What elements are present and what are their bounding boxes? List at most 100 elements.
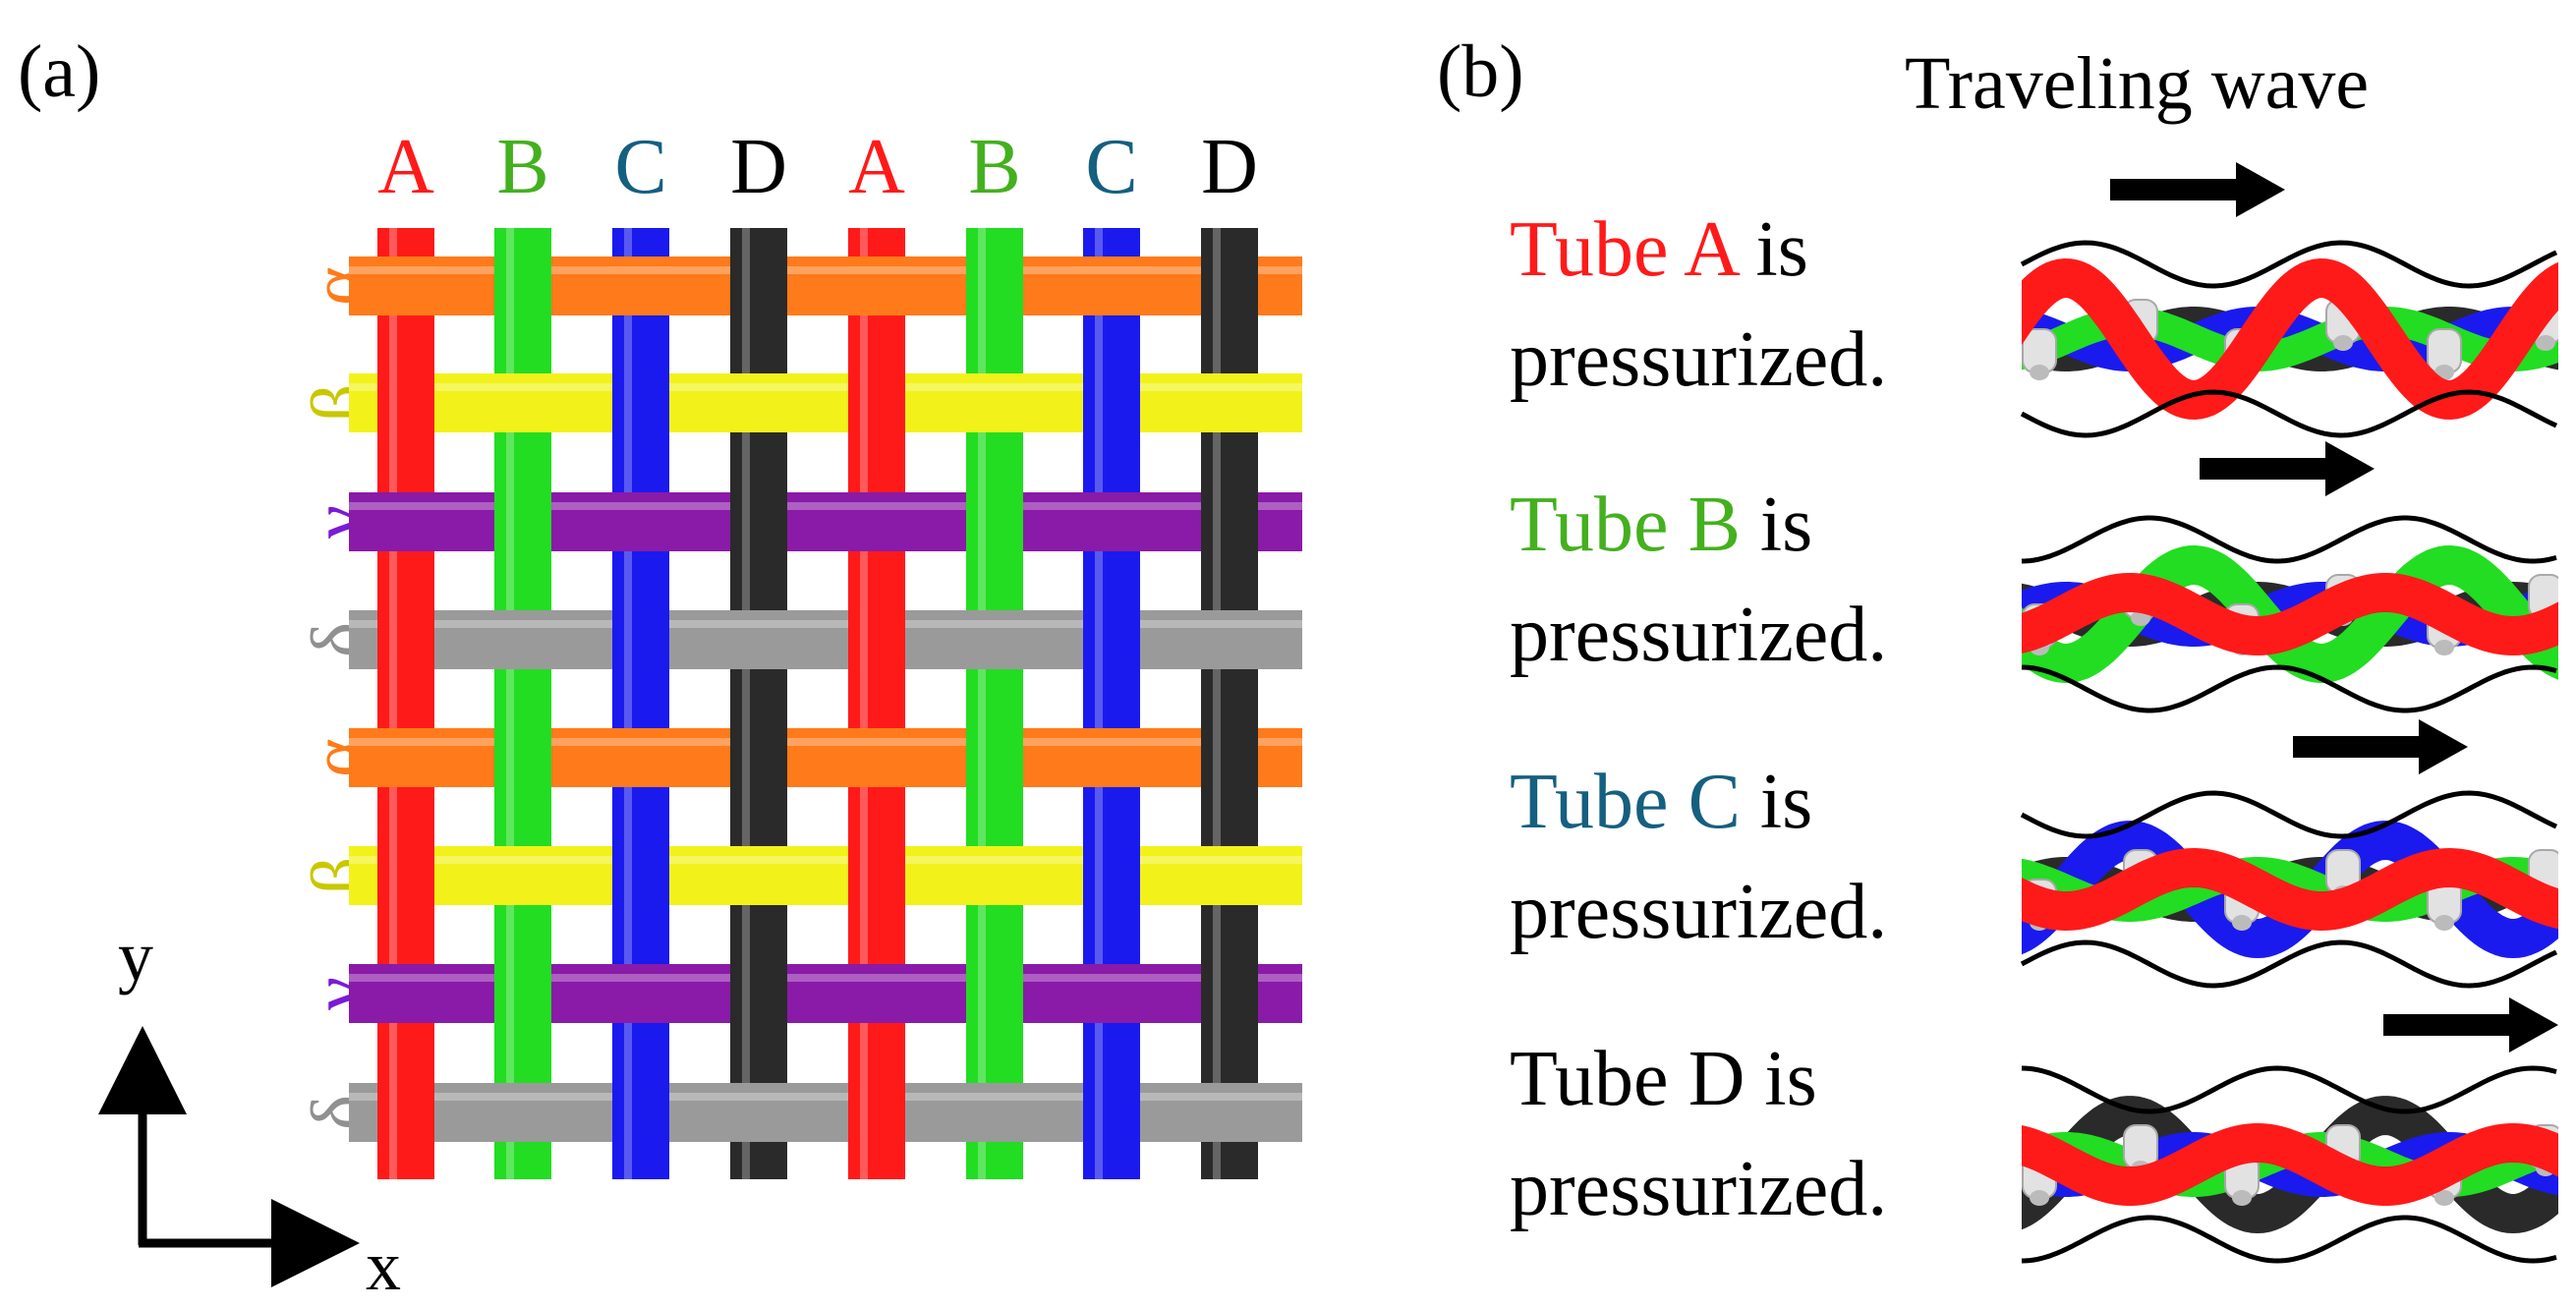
vertical-tube [1201,228,1258,1179]
panel-b-label: (b) [1437,30,1524,113]
horizontal-tube [349,610,1302,669]
crossing-over [1201,253,1258,319]
tube-highlight [389,1079,397,1146]
arrow-head [2236,162,2285,217]
tube-highlight [742,228,750,1179]
pin-cap [2030,1190,2049,1206]
horizontal-tube [349,964,1302,1023]
vertical-tube [730,228,787,1179]
crossing-over [494,960,551,1027]
crossing-over [730,724,787,791]
arrow-head [2325,441,2375,496]
tube-highlight [389,370,397,436]
crossing-over [1083,370,1140,436]
tube-highlight [349,1093,1302,1101]
tube-highlight [506,488,514,555]
state-caption-line2: pressurized. [1510,316,1887,403]
pin-cap [2434,915,2454,931]
tube-name: Tube C [1510,759,1741,845]
tube-highlight [978,960,986,1027]
tube-highlight [624,842,632,909]
tube-highlight [349,856,1302,864]
axes: y x [98,917,401,1305]
tube-highlight [624,228,632,1179]
tube-highlight [978,724,986,791]
tube-highlight [349,266,1302,274]
envelope-top [2021,515,2557,564]
column-label-d: D [730,124,787,210]
column-label-b: B [496,124,548,210]
panel-b-header: Traveling wave [1905,42,2369,125]
caption-is: is [1741,759,1812,845]
caption-is: is [1745,1036,1816,1122]
crossing-over [494,488,551,555]
crossing-over [1201,724,1258,791]
tube-highlight [506,960,514,1027]
tube-d [2022,1096,2558,1234]
crossing-over [612,370,669,436]
crossing-over [377,606,434,673]
tube-highlight [389,606,397,673]
envelope-top [2021,1065,2557,1114]
crossing-over [494,253,551,319]
tube-highlight [506,228,514,1179]
tube-a [2022,257,2558,421]
pin-cap [2333,335,2353,351]
tube-highlight [506,253,514,319]
tube-highlight [742,724,750,791]
crossing-over [1083,606,1140,673]
crossing-over [966,488,1023,555]
crossing-over [377,370,434,436]
crossing-over [730,960,787,1027]
column-label-d: D [1201,124,1258,210]
tube-highlight [624,606,632,673]
crossing-over [730,253,787,319]
tube-highlight [349,974,1302,982]
column-label-c: C [614,124,666,210]
arrow-head [2509,997,2558,1052]
column-label-a: A [848,124,905,210]
crossing-over [1201,960,1258,1027]
envelope-top [2020,790,2558,839]
state-caption-line1: Tube C is [1510,759,1812,845]
state-caption-line2: pressurized. [1510,1146,1887,1232]
tube-highlight [1095,370,1103,436]
tube-name: Tube A [1510,206,1741,293]
tube-highlight [624,1079,632,1146]
tube-highlight [1213,724,1221,791]
tube-highlight [742,253,750,319]
pin-cap [2434,640,2454,655]
column-label-a: A [377,124,434,210]
tube-highlight [1213,488,1221,555]
pin-cap [2030,365,2049,380]
tube-highlight [1213,960,1221,1027]
horizontal-tube [349,256,1302,315]
state-caption-line2: pressurized. [1510,869,1887,955]
crossing-over [612,606,669,673]
horizontal-tube [349,492,1302,551]
envelope-bottom [2021,1215,2557,1264]
wave-direction-arrow [2200,458,2327,480]
x-axis-label: x [366,1226,401,1305]
tube-highlight [742,960,750,1027]
tube-highlight [1095,606,1103,673]
crossing-over [730,488,787,555]
tube-diagram [2022,257,2558,421]
tube-highlight [860,228,868,1179]
crossing-over [612,1079,669,1146]
crossing-over [1083,842,1140,909]
tube-diagram [2022,821,2558,959]
pin-cap [2232,915,2252,931]
tube-diagram [2022,544,2558,684]
tube-highlight [978,228,986,1179]
tube-highlight [1095,228,1103,1179]
y-axis-label: y [118,917,153,995]
state-caption-line1: Tube A is [1510,206,1808,293]
tube-highlight [742,488,750,555]
horizontal-tube [349,846,1302,905]
crossing-over [848,606,905,673]
caption-is: is [1737,206,1808,293]
